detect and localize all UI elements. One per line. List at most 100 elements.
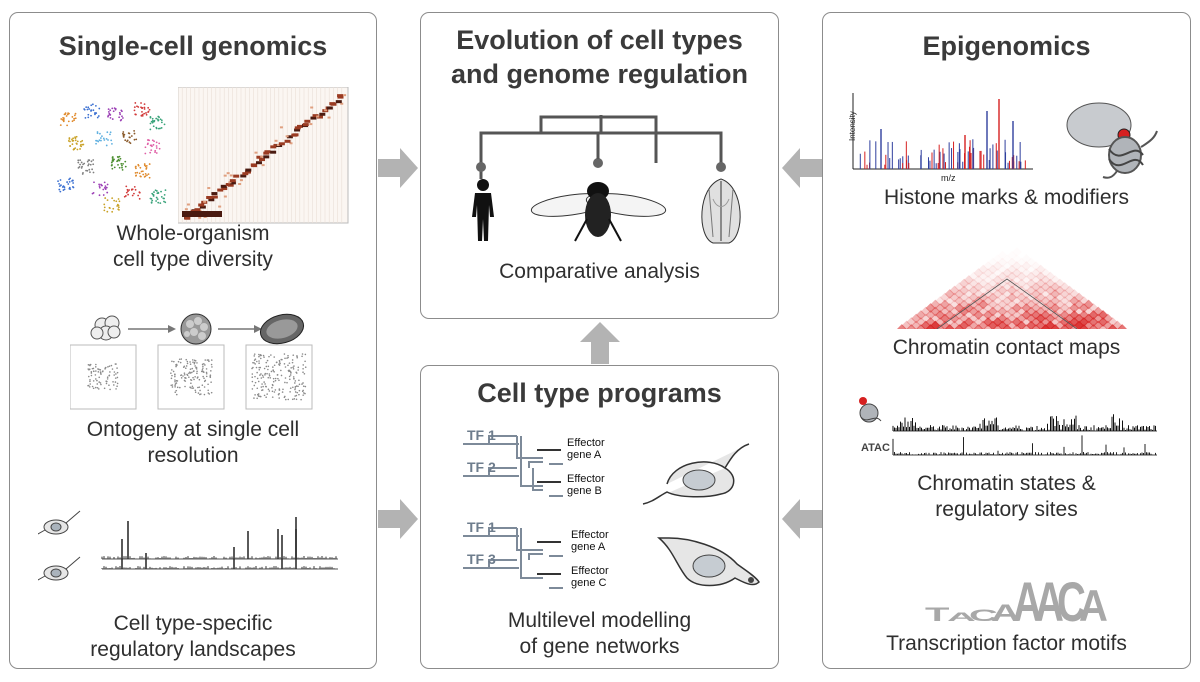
tsne-point: [107, 108, 110, 111]
tsne-point: [109, 109, 112, 112]
effector-label: gene A: [567, 449, 602, 461]
scatter-point: [287, 398, 290, 401]
scatter-point: [194, 389, 197, 392]
scatter-point: [210, 391, 213, 394]
tsne-point: [68, 186, 71, 189]
tsne-point: [143, 103, 146, 106]
scatter-point: [176, 364, 178, 367]
tsne-cluster: [67, 135, 85, 151]
effector-label: Effector: [571, 529, 609, 541]
scatter-point: [268, 373, 271, 375]
scatter-point: [108, 374, 111, 377]
scatter-point: [108, 384, 110, 387]
heatmap-signal: [264, 150, 271, 154]
tsne-point: [88, 108, 91, 110]
tsne-point: [103, 139, 106, 141]
scatter-point: [208, 360, 210, 363]
scatter-point: [304, 353, 307, 356]
tsne-point: [67, 120, 70, 123]
tsne-point: [149, 116, 152, 119]
heatmap-signal: [184, 216, 191, 220]
scatter-point: [252, 361, 254, 364]
contact-map-cells: [897, 261, 1127, 329]
scatter-point: [258, 353, 260, 356]
scatter-point: [195, 366, 198, 369]
scatter-point: [271, 383, 274, 386]
scatter-point: [202, 367, 204, 369]
scatter-point: [194, 376, 196, 378]
tsne-point: [141, 170, 144, 173]
tsne-point: [113, 166, 116, 169]
tsne-point: [90, 109, 93, 112]
scatter-point: [176, 386, 179, 389]
scatter-point: [175, 379, 178, 382]
tsne-point: [140, 114, 143, 117]
scatter-point: [109, 371, 111, 373]
tsne-point: [156, 118, 159, 121]
tsne-point: [141, 114, 144, 117]
tsne-point: [148, 108, 151, 111]
tsne-point: [67, 183, 70, 185]
tsne-point: [92, 171, 95, 174]
scatter-point: [106, 380, 108, 383]
tsne-point: [72, 182, 75, 184]
heatmap-signal: [327, 116, 331, 119]
tsne-point: [133, 109, 136, 112]
tsne-point: [112, 207, 115, 210]
tsne-point: [92, 159, 95, 161]
scatter-point: [257, 394, 260, 397]
tsne-point: [103, 203, 106, 206]
scatter-point: [273, 364, 276, 367]
tsne-point: [156, 198, 159, 201]
tsne-point: [160, 195, 163, 198]
tsne-point: [163, 197, 165, 200]
tsne-point: [163, 123, 166, 126]
tsne-point: [95, 112, 97, 114]
arrow-programs-to-evolution: [580, 322, 620, 364]
tsne-point: [71, 143, 74, 146]
caption-line: Whole-organism: [116, 222, 270, 245]
scatter-point: [87, 363, 90, 366]
tsne-point: [157, 119, 160, 122]
tsne-point: [79, 163, 81, 166]
scatter-point: [290, 367, 292, 369]
tsne-point: [117, 198, 120, 200]
panel-title: Evolution of cell types and genome regul…: [421, 23, 778, 91]
heatmap-signal: [220, 184, 227, 188]
heatmap-signal: [198, 203, 205, 207]
tsne-point: [75, 142, 78, 145]
scatter-point: [116, 382, 119, 385]
scatter-point: [253, 384, 256, 387]
scatter-point: [288, 362, 291, 364]
scatter-point: [191, 387, 193, 390]
scatter-point: [174, 391, 177, 394]
scatter-point: [191, 371, 193, 374]
scatter-point: [179, 361, 182, 364]
tsne-point: [143, 112, 146, 115]
scatter-point: [264, 385, 267, 388]
cell-type-programs-panel: Cell type programs TF 1 TF 2 Effector ge…: [420, 365, 779, 669]
scatter-point: [116, 385, 118, 388]
scatter-point: [170, 384, 173, 387]
scatter-point: [92, 387, 95, 390]
scatter-point: [201, 363, 204, 366]
scatter-point: [292, 366, 294, 369]
tsne-point: [87, 113, 90, 116]
scatter-point: [296, 391, 299, 394]
tsne-point: [96, 116, 99, 119]
tsne-point: [66, 181, 69, 183]
scatter-point: [298, 393, 300, 396]
panel-title: Epigenomics: [922, 31, 1091, 61]
heatmap-signal: [259, 158, 266, 162]
tsne-point: [157, 201, 160, 204]
tsne-point: [72, 137, 75, 140]
scatter-point: [294, 380, 297, 382]
tsne-point: [149, 197, 152, 200]
scatter-point: [174, 374, 176, 376]
scatter-point: [273, 391, 276, 393]
scatter-point: [188, 371, 191, 373]
scatter-point: [280, 358, 283, 361]
panel-title: Cell type programs: [477, 378, 722, 408]
tsne-point: [155, 152, 158, 154]
tsne-point: [122, 131, 125, 133]
